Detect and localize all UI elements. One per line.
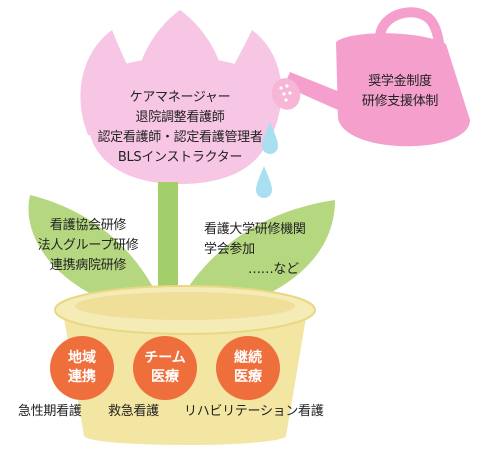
right-leaf-text: 看護大学研修機関 学会参加 ……など — [204, 220, 354, 280]
watering-can-nozzle — [271, 78, 301, 110]
watering-can-text: 奨学金制度 研修支援体制 — [340, 72, 460, 112]
circle-badge-2 — [133, 336, 197, 400]
left-leaf-line: 看護協会研修 — [49, 218, 127, 233]
left-leaf-line: 法人グループ研修 — [37, 238, 139, 253]
watering-can — [271, 7, 470, 147]
flower-line: BLSインストラクター — [117, 150, 243, 165]
circle-line: 医療 — [234, 369, 262, 385]
right-leaf-line: 学会参加 — [204, 242, 255, 257]
nozzle-holes-icon — [279, 84, 292, 102]
water-drop-1-icon — [262, 122, 278, 154]
pot-soil — [75, 292, 295, 320]
flower-text: ケアマネージャー 退院調整看護師 認定看護師・認定看護管理者 BLSインストラク… — [60, 88, 300, 168]
watering-can-line: 奨学金制度 — [368, 74, 432, 89]
left-leaf-text: 看護協会研修 法人グループ研修 連携病院研修 — [18, 216, 158, 276]
bottom-item-1: 急性期看護 — [18, 404, 82, 419]
water-drop-2-icon — [256, 166, 272, 198]
flower-body — [87, 58, 273, 184]
circle-badge-1 — [50, 336, 114, 400]
flower-line: 退院調整看護師 — [135, 110, 225, 125]
circle-line: 医療 — [151, 369, 179, 385]
watering-can-body — [336, 33, 470, 147]
flower-line: ケアマネージャー — [129, 90, 231, 105]
circle-line: 継続 — [234, 350, 262, 366]
watering-can-line: 研修支援体制 — [361, 94, 439, 109]
circle-line: チーム — [144, 350, 186, 366]
circle-badge-text-1: 地域 連携 — [52, 349, 112, 387]
circle-badge-3 — [216, 336, 280, 400]
circle-badge-text-3: 継続 医療 — [218, 349, 278, 387]
right-leaf-line: ……など — [248, 262, 299, 277]
bottom-item-2: 救急看護 — [108, 404, 159, 419]
circle-line: 地域 — [68, 350, 96, 366]
flower-line: 認定看護師・認定看護管理者 — [97, 130, 263, 145]
left-leaf-line: 連携病院研修 — [49, 258, 127, 273]
watering-can-spout — [284, 72, 340, 110]
bottom-item-3: リハビリテーション看護 — [184, 404, 324, 419]
flower-petals — [80, 10, 282, 184]
circle-line: 連携 — [68, 369, 96, 385]
right-leaf-line: 看護大学研修機関 — [204, 222, 306, 237]
circle-badge-text-2: チーム 医療 — [135, 349, 195, 387]
